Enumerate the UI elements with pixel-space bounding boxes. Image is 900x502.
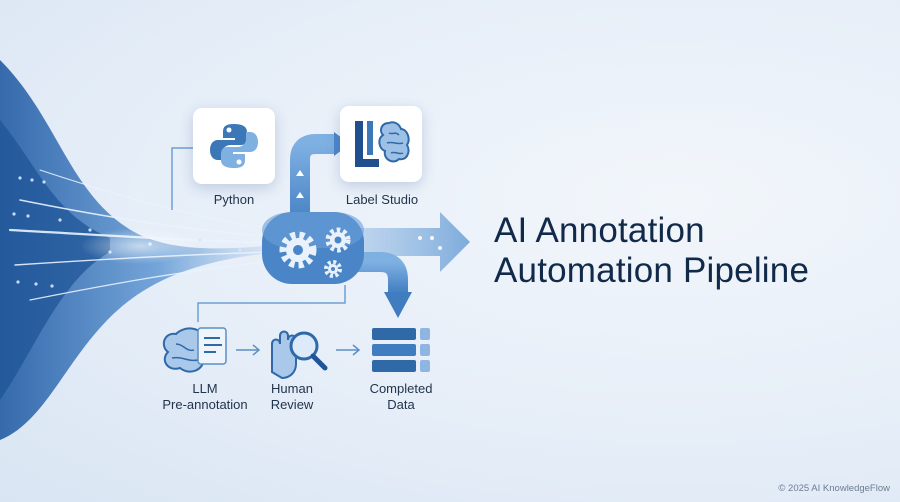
python-label: Python xyxy=(213,192,255,207)
llm-connector xyxy=(197,285,346,322)
review-label-line1: Human xyxy=(271,381,313,396)
data-wave-dark xyxy=(0,120,110,400)
review-label-line2: Review xyxy=(270,397,314,412)
review-step-label: Human Review xyxy=(256,381,328,413)
label-studio-logo-icon xyxy=(355,121,410,167)
step-arrow-1 xyxy=(236,344,261,356)
hand-magnifier-icon xyxy=(271,330,328,380)
gear-icon-large xyxy=(279,231,317,269)
gear-hub xyxy=(262,212,364,284)
label-studio-card xyxy=(340,106,422,182)
page-title: AI Annotation Automation Pipeline xyxy=(494,211,809,291)
data-label-line1: Completed xyxy=(369,381,433,396)
llm-step-label: LLM Pre-annotation xyxy=(155,381,255,413)
llm-label-line1: LLM xyxy=(192,381,218,396)
title-line2: Automation Pipeline xyxy=(494,251,810,290)
python-connector xyxy=(171,147,193,210)
gear-icon-medium xyxy=(325,227,351,253)
python-card xyxy=(193,108,275,184)
label-studio-label: Label Studio xyxy=(345,192,419,207)
title-line1: AI Annotation xyxy=(494,211,705,250)
llm-label-line2: Pre-annotation xyxy=(162,397,248,412)
copyright-text: © 2025 AI KnowledgeFlow xyxy=(778,483,890,494)
data-step-label: Completed Data xyxy=(356,381,446,413)
gear-icon-small xyxy=(324,260,342,278)
python-logo-icon xyxy=(210,124,258,168)
completed-data-icon xyxy=(372,328,430,372)
document-icon xyxy=(197,327,227,365)
up-pipe xyxy=(290,134,336,232)
down-pipe xyxy=(340,252,408,294)
step-arrow-2 xyxy=(336,344,361,356)
data-label-line2: Data xyxy=(387,397,415,412)
main-arrow xyxy=(300,212,470,272)
